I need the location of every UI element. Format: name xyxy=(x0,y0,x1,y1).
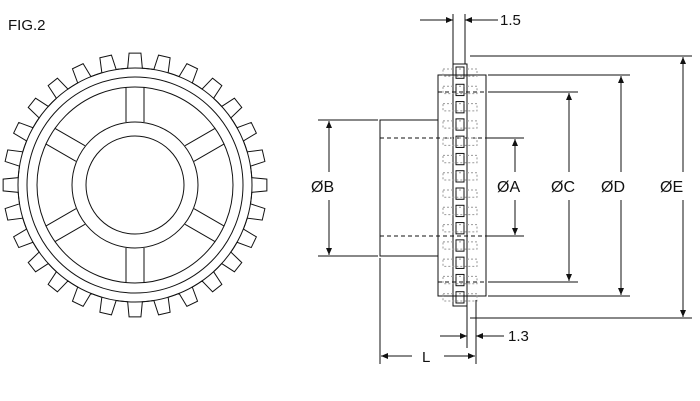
spoke-edge xyxy=(184,127,216,147)
root-circle xyxy=(17,67,253,303)
gear-front-view xyxy=(2,52,268,318)
tooth-hidden-profile xyxy=(442,120,478,129)
spoke-edge xyxy=(45,208,77,227)
spoke-edge xyxy=(45,143,77,162)
tooth-hidden-profile xyxy=(442,241,478,250)
rim-flange xyxy=(437,74,487,297)
tooth-hidden-profile xyxy=(442,275,478,285)
dim-label-e: ØE xyxy=(660,179,683,196)
tooth-band-outline xyxy=(452,63,468,307)
dim-label-1-3: 1.3 xyxy=(508,328,529,345)
spoke-edge xyxy=(193,143,225,162)
dimensions xyxy=(318,14,692,364)
tooth-slot xyxy=(455,273,465,287)
tooth-slot xyxy=(455,187,465,200)
bore-circle xyxy=(85,135,185,235)
dim-label-c: ØC xyxy=(551,179,575,196)
rim-inner-circle xyxy=(26,76,244,294)
gear-side-view xyxy=(379,63,488,307)
spoke-edge xyxy=(193,208,225,227)
tooth-slot xyxy=(455,118,465,131)
tooth-hidden-profile xyxy=(442,224,478,233)
dim-label-b: ØB xyxy=(311,179,334,196)
dim-label-a: ØA xyxy=(497,179,520,196)
tooth-hidden-profile xyxy=(442,258,478,267)
tooth-slot xyxy=(455,66,465,79)
tooth-hidden-profile xyxy=(442,137,478,146)
web-outer-circle xyxy=(36,86,234,284)
dim-label-1-5: 1.5 xyxy=(500,12,521,29)
tooth-slot xyxy=(455,152,465,166)
tooth-slot xyxy=(455,239,465,252)
tooth-hidden-profile xyxy=(442,293,478,302)
figure-label: FIG.2 xyxy=(8,17,46,34)
tooth-hidden-profile xyxy=(442,103,478,112)
spokes xyxy=(45,87,225,283)
tooth-hidden-profile xyxy=(442,206,478,216)
tooth-band xyxy=(442,63,478,307)
dim-label-l: L xyxy=(422,349,430,366)
tooth-slot xyxy=(455,135,465,148)
tooth-slot xyxy=(455,83,465,97)
hub-outer-circle xyxy=(71,121,199,249)
tooth-hidden-profile xyxy=(442,85,478,95)
tooth-slot xyxy=(455,170,465,183)
dim-label-d: ØD xyxy=(601,179,625,196)
gear-tooth-outline xyxy=(2,52,268,318)
spoke-edge xyxy=(54,223,86,243)
tooth-slot xyxy=(455,256,465,269)
tooth-hidden-profile xyxy=(442,172,478,181)
spoke-edge xyxy=(54,127,86,147)
tooth-hidden-profile xyxy=(442,68,478,77)
spoke-edge xyxy=(184,223,216,243)
tooth-slot xyxy=(455,204,465,218)
tooth-slot xyxy=(455,222,465,235)
tooth-hidden-profile xyxy=(442,189,478,198)
tooth-slot xyxy=(455,291,465,304)
tooth-slot xyxy=(455,101,465,114)
tooth-hidden-profile xyxy=(442,154,478,164)
